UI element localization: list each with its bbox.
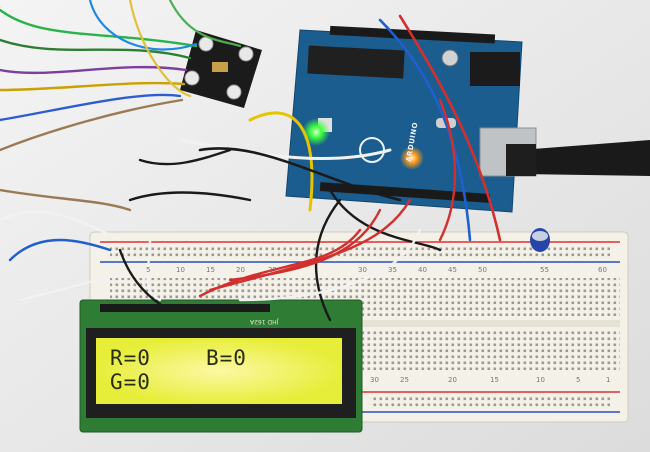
arduino-board: [285, 25, 537, 213]
green-led: [302, 118, 330, 146]
wires: [0, 0, 502, 322]
orange-led: [400, 146, 424, 170]
usb-cable: [506, 140, 650, 176]
capacitor: [530, 228, 550, 252]
color-sensor-module: [180, 30, 262, 108]
lcd-module: [79, 299, 363, 433]
